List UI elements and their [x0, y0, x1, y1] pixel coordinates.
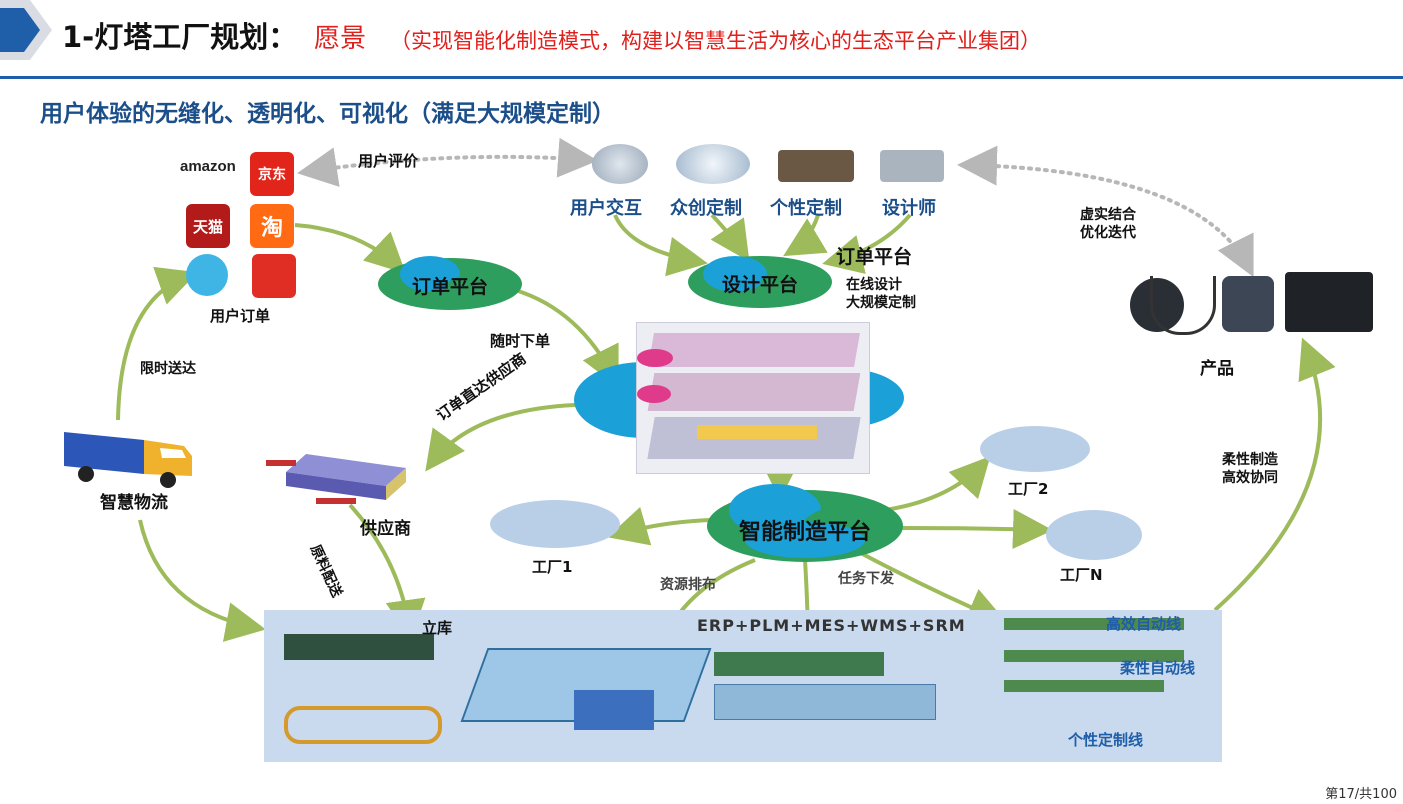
efficient-autoline-label: 高效自动线: [1106, 615, 1182, 633]
header-divider: [0, 76, 1403, 79]
resource-scheduling-label: 资源排布: [660, 577, 716, 593]
order-platform-label: 订单平台: [411, 276, 488, 298]
products-label: 产品: [1200, 359, 1234, 379]
flexible-mfg-label-2: 高效协同: [1222, 470, 1278, 486]
flexible-autoline-label: 柔性自动线: [1120, 659, 1196, 677]
custom-line-label: 个性定制线: [1068, 731, 1144, 749]
user-review-label: 用户评价: [358, 152, 419, 170]
virtual-real-label-2: 优化迭代: [1080, 225, 1136, 241]
amazon-logo: amazon: [180, 158, 236, 175]
warehouse-label: 立库: [422, 619, 453, 637]
design-input-user-interaction: 用户交互: [570, 198, 642, 219]
order-platform-cloud: [378, 256, 522, 310]
online-design-label: 在线设计: [846, 277, 902, 293]
order-platform-note-heading: 订单平台: [836, 246, 913, 268]
factory2-label: 工厂2: [1008, 480, 1049, 498]
virtual-real-label-1: 虚实结合: [1080, 207, 1136, 223]
page-title: 1-灯塔工厂规划：: [62, 20, 298, 54]
task-dispatch-label: 任务下发: [838, 571, 894, 587]
user-orders-label: 用户订单: [210, 307, 271, 325]
smart-mfg-cloud: [707, 484, 903, 562]
truck-icon: [64, 432, 192, 488]
timed-delivery-label: 限时送达: [140, 361, 196, 377]
taobao-logo: 淘: [250, 204, 294, 248]
design-input-crowd-custom: 众创定制: [670, 198, 742, 219]
mass-customization-label: 大规模定制: [846, 295, 916, 311]
factory1-label: 工厂1: [532, 558, 573, 576]
designer-image: [880, 150, 944, 182]
order-anytime-label: 随时下单: [490, 332, 551, 350]
systems-stack-label: ERP+PLM+MES+WMS+SRM: [697, 616, 966, 635]
header-corner-logo: [0, 0, 52, 60]
vision-detail: （实现智能化制造模式，构建以智慧生活为核心的生态平台产业集团）: [390, 29, 1041, 53]
pinduoduo-logo: [252, 254, 296, 298]
design-platform-cloud: [688, 256, 832, 308]
speaker-product-image: [1222, 276, 1274, 332]
supplier-label: 供应商: [360, 519, 411, 539]
display-product-image: [1285, 272, 1373, 332]
smart-logistics-label: 智慧物流: [100, 493, 168, 513]
factoryN-image: [1046, 510, 1142, 560]
design-input-personal-custom: 个性定制: [770, 198, 842, 219]
design-platform-label: 设计平台: [721, 274, 798, 296]
platform-architecture-image: [636, 322, 870, 474]
user-interaction-image: [592, 144, 648, 184]
supplier-machine-image: [266, 454, 406, 504]
factory2-image: [980, 426, 1090, 472]
app-logo-blue: [186, 254, 228, 296]
tmall-logo: 天猫: [186, 204, 230, 248]
factory1-image: [490, 500, 620, 548]
section-subtitle: 用户体验的无缝化、透明化、可视化（满足大规模定制）: [40, 101, 615, 127]
smart-mfg-platform-label: 智能制造平台: [738, 520, 871, 545]
flexible-mfg-label-1: 柔性制造: [1222, 452, 1278, 468]
page-number: 第17/共100: [1325, 787, 1397, 802]
vision-label: 愿景: [314, 24, 367, 54]
factory-floor-image: [264, 610, 1222, 762]
earphones-product-image: [1150, 276, 1216, 335]
design-input-designer: 设计师: [882, 198, 936, 219]
crowd-design-image: [676, 144, 750, 184]
jd-logo: 京东: [250, 152, 294, 196]
personal-custom-image: [778, 150, 854, 182]
factoryN-label: 工厂N: [1060, 566, 1103, 584]
